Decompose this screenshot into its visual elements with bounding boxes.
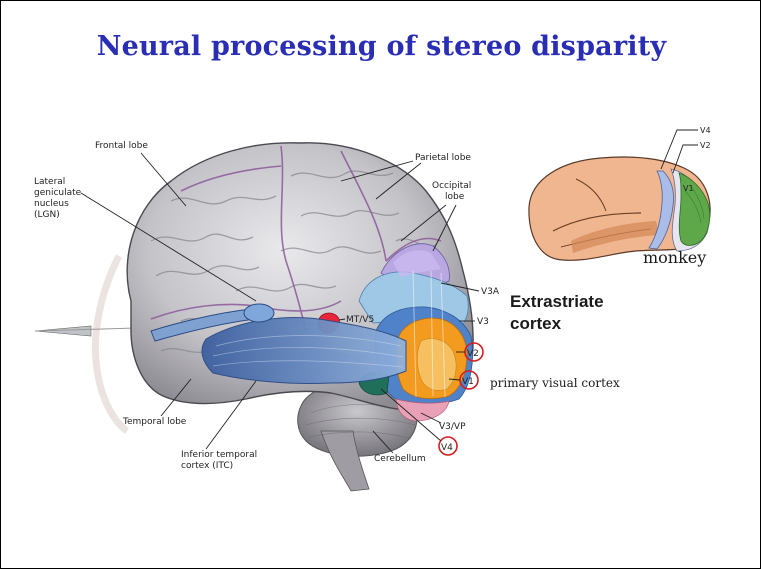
label-lgn-line3: nucleus [34, 199, 69, 209]
label-lgn-line4: (LGN) [34, 210, 60, 220]
monkey-label-v4: V4 [700, 126, 711, 135]
label-parietal-lobe: Parietal lobe [415, 153, 471, 163]
primary-visual-cortex-label: primary visual cortex [490, 376, 620, 390]
label-v4: V4 [441, 443, 453, 453]
extrastriate-label-line2: cortex [510, 314, 562, 333]
lgn-structure [244, 304, 274, 322]
label-lgn-line1: Lateral [34, 177, 65, 187]
label-itc-line2: cortex (ITC) [181, 461, 233, 471]
monkey-label-v2: V2 [700, 141, 711, 150]
slide-annotations: Extrastriate cortex primary visual corte… [490, 292, 620, 390]
label-cerebellum: Cerebellum [374, 454, 426, 464]
label-temporal-lobe: Temporal lobe [122, 417, 187, 427]
monkey-brain-illustration [529, 157, 710, 260]
monkey-caption: monkey [643, 248, 706, 267]
label-v3-vp: V3/VP [439, 422, 466, 432]
label-itc-line1: Inferior temporal [181, 450, 257, 460]
label-v2: V2 [467, 349, 479, 359]
label-v1: V1 [462, 377, 474, 387]
label-v3a: V3A [481, 287, 500, 297]
label-v3: V3 [477, 317, 489, 327]
extrastriate-label-line1: Extrastriate [510, 292, 604, 311]
label-frontal-lobe: Frontal lobe [95, 141, 148, 151]
label-occipital-line1: Occipital [432, 181, 471, 191]
label-mt-v5: MT/V5 [346, 315, 374, 325]
monkey-label-v1: V1 [683, 184, 694, 193]
label-lgn-line2: geniculate [34, 188, 82, 198]
human-brain-illustration [35, 143, 473, 491]
label-occipital-line2: lobe [445, 192, 465, 202]
